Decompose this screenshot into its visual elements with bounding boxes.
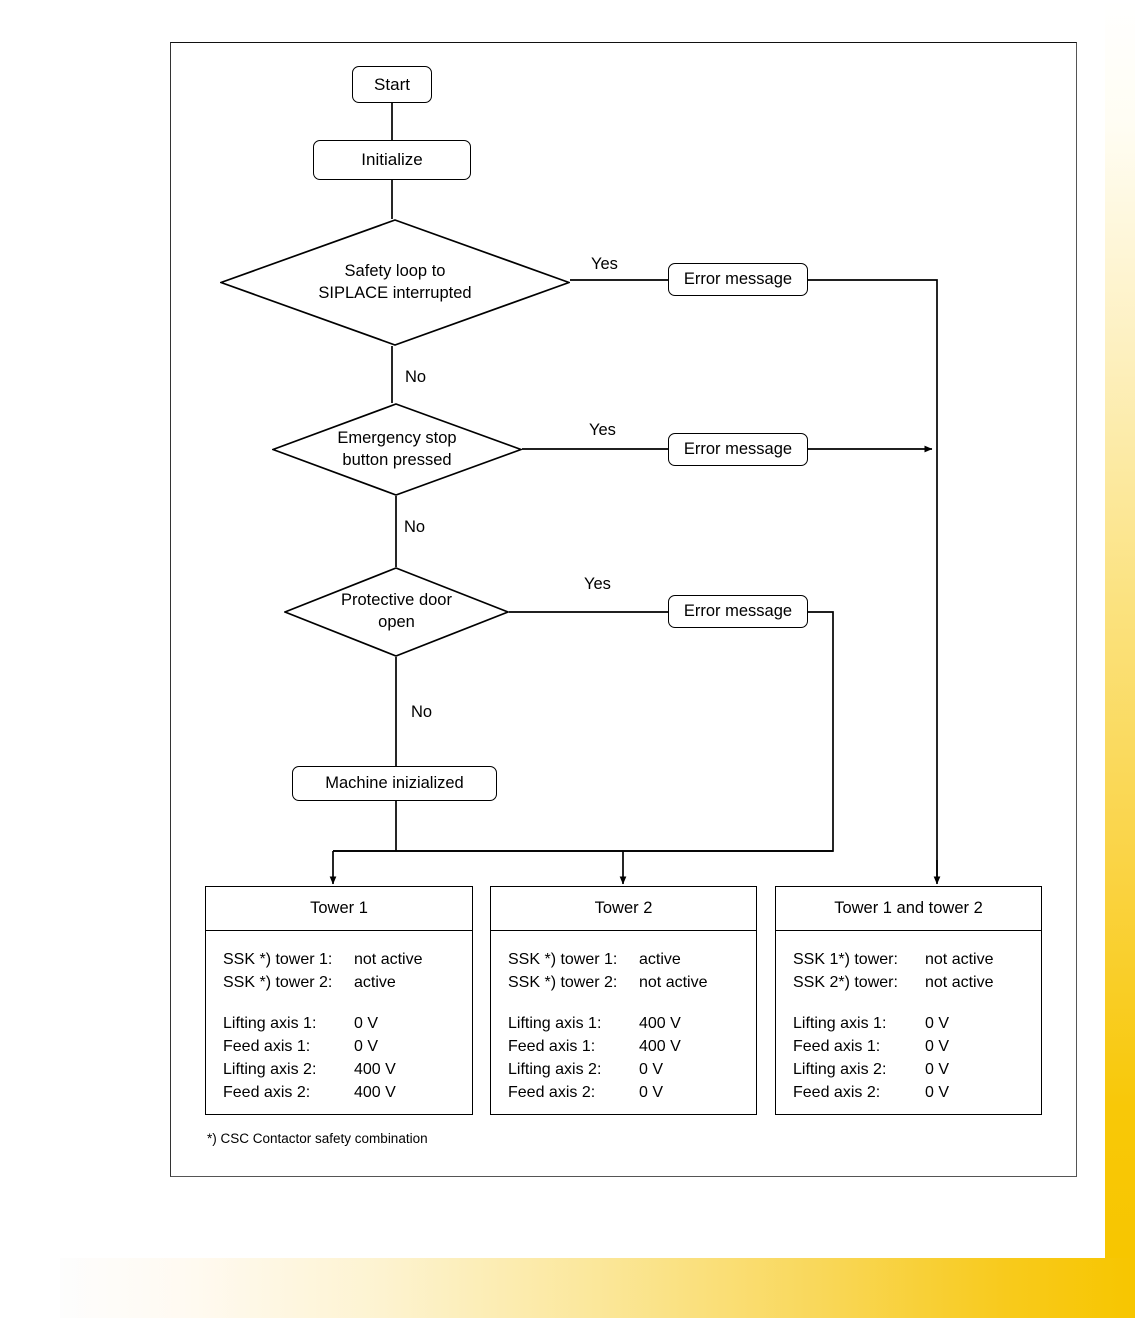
result-box-tower-1: Tower 1 SSK *) tower 1: not active SSK *…	[205, 886, 473, 1115]
node-error-message-3-label: Error message	[683, 602, 793, 621]
result-row: Lifting axis 1: 0 V	[223, 1013, 472, 1036]
node-machine-initialized[interactable]: Machine inizialized	[292, 766, 497, 801]
result-row-value: not active	[354, 951, 423, 968]
result-box-tower-1-body: SSK *) tower 1: not active SSK *) tower …	[206, 931, 472, 1104]
result-row-key: SSK *) tower 2:	[223, 973, 333, 991]
result-row: SSK *) tower 1: not active	[223, 949, 472, 972]
decision-protective-door[interactable]: Protective door open	[284, 567, 509, 657]
decision-protective-door-line2: open	[378, 613, 415, 631]
result-row-key: Feed axis 1:	[508, 1038, 596, 1056]
result-row: Feed axis 2: 400 V	[223, 1082, 472, 1105]
result-row: SSK 2*) tower: not active	[793, 972, 1041, 995]
result-row-key: Feed axis 2:	[508, 1083, 596, 1101]
result-row-key: SSK *) tower 1:	[223, 951, 333, 968]
result-row: SSK *) tower 1: active	[508, 949, 756, 972]
result-row-value: 0 V	[354, 1015, 379, 1033]
result-box-tower-2-title: Tower 2	[491, 887, 756, 931]
result-row-value: 400 V	[639, 1038, 681, 1056]
decision-safety-loop-line1: Safety loop to	[344, 261, 446, 280]
result-box-tower-1-and-tower-2-body: SSK 1*) tower: not active SSK 2*) tower:…	[776, 931, 1041, 1104]
result-group-axes: Lifting axis 1: 0 V Feed axis 1: 0 V Lif…	[223, 1013, 472, 1104]
node-error-message-2-label: Error message	[683, 440, 793, 459]
result-row-value: 0 V	[639, 1083, 664, 1101]
node-error-message-1[interactable]: Error message	[668, 263, 808, 296]
node-initialize[interactable]: Initialize	[313, 140, 471, 180]
result-row-key: Lifting axis 2:	[223, 1060, 317, 1078]
result-row-value: active	[639, 951, 681, 968]
result-row: SSK 1*) tower: not active	[793, 949, 1041, 972]
result-row-value: 0 V	[639, 1060, 664, 1078]
result-box-tower-2: Tower 2 SSK *) tower 1: active SSK *) to…	[490, 886, 757, 1115]
result-row-value: not active	[925, 951, 994, 968]
decorative-right-gradient-band	[1105, 0, 1135, 1258]
result-row: Feed axis 1: 0 V	[793, 1036, 1041, 1059]
result-row: Lifting axis 2: 0 V	[508, 1059, 756, 1082]
result-row: Feed axis 1: 400 V	[508, 1036, 756, 1059]
result-row: Lifting axis 1: 400 V	[508, 1013, 756, 1036]
result-group-ssk: SSK *) tower 1: not active SSK *) tower …	[223, 949, 472, 994]
result-row-value: 400 V	[354, 1083, 396, 1101]
result-row: SSK *) tower 2: active	[223, 972, 472, 995]
result-row-value: 400 V	[639, 1015, 681, 1033]
decision-emergency-stop[interactable]: Emergency stop button pressed	[272, 403, 522, 496]
node-error-message-1-label: Error message	[683, 270, 793, 289]
result-group-axes: Lifting axis 1: 0 V Feed axis 1: 0 V Lif…	[793, 1013, 1041, 1104]
node-error-message-3[interactable]: Error message	[668, 595, 808, 628]
result-row-key: SSK 2*) tower:	[793, 973, 898, 991]
result-row: SSK *) tower 2: not active	[508, 972, 756, 995]
result-group-ssk: SSK 1*) tower: not active SSK 2*) tower:…	[793, 949, 1041, 994]
decision-safety-loop[interactable]: Safety loop to SIPLACE interrupted	[220, 219, 570, 346]
result-row-value: 0 V	[925, 1060, 950, 1078]
result-group-ssk: SSK *) tower 1: active SSK *) tower 2: n…	[508, 949, 756, 994]
result-row: Lifting axis 1: 0 V	[793, 1013, 1041, 1036]
result-row-key: Feed axis 2:	[793, 1083, 881, 1101]
result-row-key: SSK *) tower 1:	[508, 951, 618, 968]
result-row: Lifting axis 2: 0 V	[793, 1059, 1041, 1082]
result-row: Feed axis 1: 0 V	[223, 1036, 472, 1059]
result-row-value: not active	[639, 973, 708, 991]
result-row-key: Feed axis 2:	[223, 1083, 311, 1101]
node-start-label: Start	[374, 74, 410, 94]
result-box-tower-1-title: Tower 1	[206, 887, 472, 931]
branch-label-yes-protective-door: Yes	[584, 575, 611, 593]
result-row: Feed axis 2: 0 V	[508, 1082, 756, 1105]
result-group-axes: Lifting axis 1: 400 V Feed axis 1: 400 V…	[508, 1013, 756, 1104]
result-row-value: 400 V	[354, 1060, 396, 1078]
result-row-key: Feed axis 1:	[793, 1038, 881, 1056]
branch-label-no-emergency-stop: No	[404, 518, 426, 536]
footnote: *) CSC Contactor safety combination	[207, 1131, 428, 1146]
decision-emergency-stop-line1: Emergency stop	[337, 428, 457, 447]
result-row-value: 0 V	[925, 1038, 950, 1056]
node-initialize-label: Initialize	[361, 150, 423, 170]
result-box-tower-1-and-tower-2: Tower 1 and tower 2 SSK 1*) tower: not a…	[775, 886, 1042, 1115]
branch-label-no-protective-door: No	[411, 703, 433, 721]
result-row-key: Lifting axis 2:	[508, 1060, 602, 1078]
result-row: Feed axis 2: 0 V	[793, 1082, 1041, 1105]
result-row-value: 0 V	[925, 1083, 950, 1101]
result-row-key: SSK 1*) tower:	[793, 951, 898, 968]
result-row-key: Lifting axis 1:	[508, 1015, 602, 1033]
result-row-key: Feed axis 1:	[223, 1038, 311, 1056]
result-row-value: not active	[925, 973, 994, 991]
node-machine-initialized-label: Machine inizialized	[325, 774, 464, 793]
branch-label-yes-safety-loop: Yes	[591, 255, 618, 273]
decision-safety-loop-line2: SIPLACE interrupted	[318, 283, 472, 302]
node-error-message-2[interactable]: Error message	[668, 433, 808, 466]
node-start[interactable]: Start	[352, 66, 432, 103]
result-row: Lifting axis 2: 400 V	[223, 1059, 472, 1082]
decorative-bottom-gradient-band	[60, 1258, 1135, 1318]
decision-protective-door-line1: Protective door	[341, 591, 452, 610]
result-row-value: 0 V	[925, 1015, 950, 1033]
branch-label-yes-emergency-stop: Yes	[589, 421, 616, 439]
result-row-key: Lifting axis 1:	[223, 1015, 317, 1033]
decision-emergency-stop-line2: button pressed	[342, 450, 452, 469]
result-row-value: active	[354, 973, 396, 991]
result-row-key: SSK *) tower 2:	[508, 973, 618, 991]
result-row-key: Lifting axis 2:	[793, 1060, 887, 1078]
result-row-value: 0 V	[354, 1038, 379, 1056]
result-box-tower-2-body: SSK *) tower 1: active SSK *) tower 2: n…	[491, 931, 756, 1104]
result-row-key: Lifting axis 1:	[793, 1015, 887, 1033]
branch-label-no-safety-loop: No	[405, 368, 427, 386]
result-box-tower-1-and-tower-2-title: Tower 1 and tower 2	[776, 887, 1041, 931]
